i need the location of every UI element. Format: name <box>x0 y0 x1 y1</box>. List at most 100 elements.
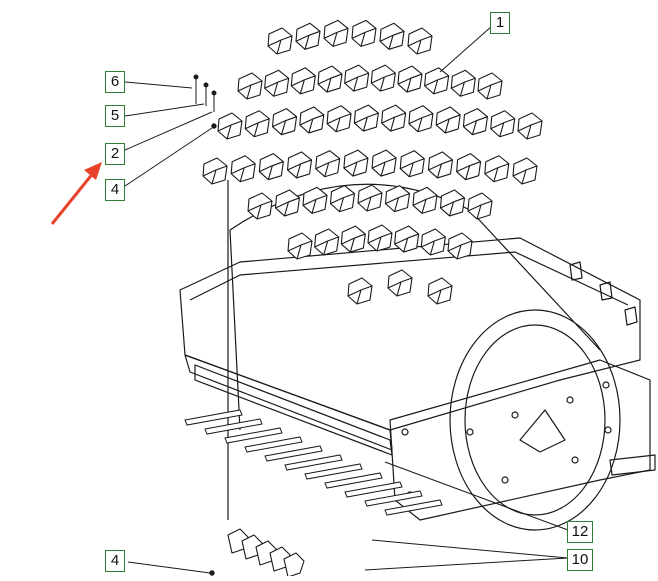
rail-post <box>624 306 638 326</box>
drum-pad <box>371 149 397 177</box>
drum-pad <box>408 105 434 133</box>
bolt-2-head <box>211 90 217 96</box>
drum-pad <box>357 184 383 212</box>
leader-10b <box>364 557 569 571</box>
drum-pad <box>427 151 454 179</box>
bolt-5-head <box>203 82 209 88</box>
drum-pad <box>467 192 493 220</box>
drum-pad <box>244 110 270 138</box>
drum-pad <box>456 153 482 181</box>
drum-pad <box>477 72 503 100</box>
drum-pad <box>340 225 366 253</box>
drum-pad <box>247 192 273 220</box>
callout-4-bottom: 4 <box>105 550 125 572</box>
leader-4b <box>127 561 211 574</box>
leader-2 <box>124 111 213 151</box>
drum-pad <box>267 27 293 55</box>
callout-6: 6 <box>105 71 125 93</box>
drum-end-inner <box>464 324 606 516</box>
drum-pad <box>315 150 341 178</box>
drum-pad <box>343 149 369 177</box>
drum-pad <box>295 22 321 50</box>
callout-1: 1 <box>490 12 510 34</box>
drum-pad <box>450 69 476 97</box>
leader-lines <box>124 25 569 574</box>
plate-hole <box>466 428 474 436</box>
drum-pad <box>399 150 425 178</box>
drum-pad <box>387 269 413 297</box>
plate-hole <box>604 426 612 434</box>
rail-post <box>599 281 613 301</box>
drum-pad <box>299 106 325 134</box>
drum-pad <box>394 225 420 253</box>
plate-hole <box>566 396 574 404</box>
fasteners <box>193 74 217 576</box>
drum-pad <box>347 277 373 305</box>
drum-pad <box>517 112 543 140</box>
frame-lower-edge <box>184 354 393 451</box>
plate-hole <box>401 428 409 436</box>
drum-pad <box>367 224 393 252</box>
scraper-tooth <box>204 418 263 435</box>
plate-hole <box>602 381 610 389</box>
drum-pad <box>344 64 370 92</box>
drum-pad <box>353 104 379 132</box>
drum-pad <box>237 72 263 100</box>
drum-pad <box>420 228 446 256</box>
drum-pad <box>286 151 313 179</box>
pointer-arrow-shaft <box>50 171 96 225</box>
callout-10: 10 <box>567 549 593 571</box>
scraper-tooth <box>364 490 423 507</box>
scraper-tooth <box>184 409 243 426</box>
callout-5: 5 <box>105 105 125 127</box>
leader-5 <box>124 103 205 117</box>
scraper-tooth <box>324 472 383 489</box>
drum-pad <box>427 277 453 305</box>
leader-1 <box>439 25 493 73</box>
drum-pad <box>290 67 316 95</box>
scraper-tooth <box>384 499 443 516</box>
scraper-tooth <box>244 436 303 453</box>
drum-pad <box>314 228 340 256</box>
drum-pad <box>370 64 396 92</box>
frame-arm <box>609 454 656 476</box>
drum-pad <box>323 19 349 47</box>
drum-pad <box>302 186 328 214</box>
callout-2: 2 <box>105 143 125 165</box>
drum-pad <box>439 189 466 217</box>
drum-pad <box>407 27 433 55</box>
scraper-tooth <box>264 445 323 462</box>
drum-pad <box>381 104 407 132</box>
pointer-arrow-head <box>84 162 102 180</box>
scraper-teeth <box>184 409 443 516</box>
drum-pad <box>512 157 538 185</box>
drum-pad <box>217 112 243 140</box>
leader-6 <box>124 81 193 89</box>
drum-pad <box>351 19 377 47</box>
pad-group <box>202 19 543 578</box>
lower-pad <box>283 552 305 578</box>
drum-pad <box>462 108 489 136</box>
callout-4-top: 4 <box>105 179 125 201</box>
drum-pad <box>424 67 450 95</box>
leader-12 <box>384 461 569 531</box>
scraper-tooth <box>304 463 363 480</box>
drum-pad <box>230 155 256 183</box>
scraper-bar <box>194 364 393 456</box>
nut-4-bottom <box>209 570 215 576</box>
nut-4-top <box>211 123 217 129</box>
drum-pad <box>202 157 228 185</box>
drum-pad <box>326 105 352 133</box>
drum-pad <box>447 232 473 260</box>
leader-10 <box>371 539 569 559</box>
drum-pad <box>490 110 516 138</box>
scraper-tooth <box>344 481 403 498</box>
drum-pad <box>384 185 411 213</box>
rail-post <box>569 261 583 281</box>
scraper-tooth <box>284 454 343 471</box>
drum-pad <box>287 232 313 260</box>
drum-pad <box>271 108 298 136</box>
drum-pad <box>317 65 343 93</box>
